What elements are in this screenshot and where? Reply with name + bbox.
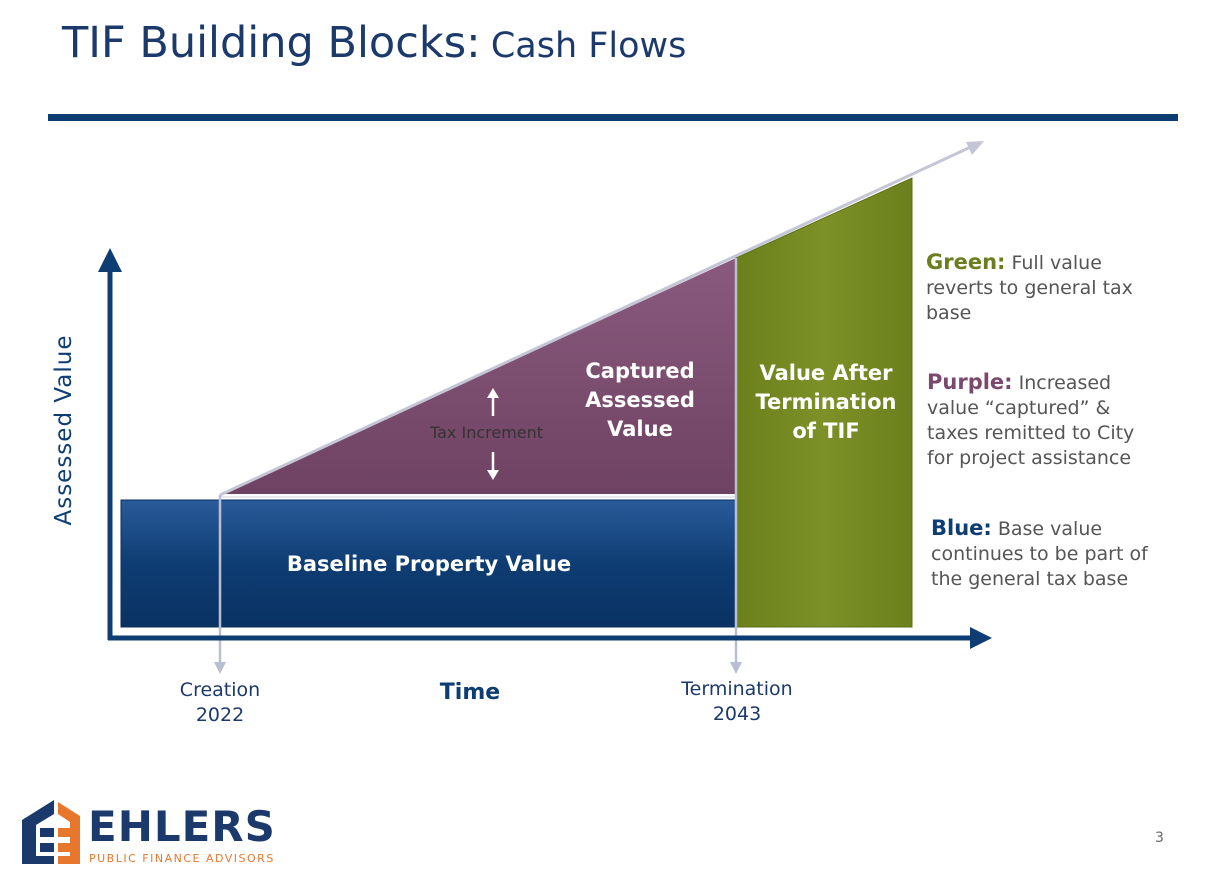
ehlers-logo: EHLERS PUBLIC FINANCE ADVISORS: [20, 798, 280, 868]
termination-label: Termination 2043: [667, 677, 807, 727]
tax-increment-label: Tax Increment: [430, 423, 544, 442]
title-sub: Cash Flows: [490, 26, 687, 66]
growth-line: [219, 143, 976, 497]
growth-arrowhead: [966, 141, 984, 155]
legend-green-text: Full value reverts to general tax base: [926, 252, 1133, 324]
tax-increment-down-arrow: [487, 470, 499, 480]
legend-purple: Purple: Increased value “captured” & tax…: [927, 370, 1162, 471]
captured-label-line: Assessed: [585, 388, 695, 412]
y-axis-label: Assessed Value: [51, 334, 77, 526]
y-axis-arrowhead: [98, 248, 122, 272]
after-termination-label: Value After Termination of TIF: [740, 359, 912, 446]
captured-label-line: Captured: [585, 359, 695, 383]
title-main: TIF Building Blocks:: [62, 18, 481, 68]
x-axis-arrowhead: [970, 627, 992, 649]
slide-title: TIF Building Blocks: Cash Flows: [62, 18, 686, 68]
logo-tagline: PUBLIC FINANCE ADVISORS: [89, 852, 275, 865]
legend-blue-key: Blue:: [931, 516, 992, 540]
ehlers-logo-icon: [22, 800, 80, 864]
legend-blue: Blue: Base value continues to be part of…: [931, 516, 1166, 592]
legend-purple-text: Increased value “captured” & taxes remit…: [927, 372, 1135, 469]
page-number: 3: [1155, 830, 1164, 846]
captured-label: Captured Assessed Value: [568, 357, 712, 444]
after-label-line: Termination: [755, 390, 897, 414]
title-divider: [48, 114, 1178, 121]
legend-green: Green: Full value reverts to general tax…: [926, 250, 1161, 326]
creation-label: Creation 2022: [160, 678, 280, 728]
creation-label-text: Creation: [179, 679, 261, 701]
baseline-label: Baseline Property Value: [286, 552, 572, 576]
logo-wordmark: EHLERS: [88, 802, 276, 851]
x-axis-label: Time: [439, 680, 501, 705]
after-label-line: of TIF: [792, 419, 860, 443]
tax-increment-up-arrow: [487, 388, 499, 398]
creation-year: 2022: [195, 704, 245, 726]
legend-blue-text: Base value continues to be part of the g…: [931, 518, 1148, 590]
termination-label-text: Termination: [681, 678, 793, 700]
captured-label-line: Value: [607, 417, 673, 441]
after-label-line: Value After: [759, 361, 893, 385]
termination-year: 2043: [712, 703, 762, 725]
legend-purple-key: Purple:: [927, 370, 1013, 394]
legend-green-key: Green:: [926, 250, 1006, 274]
